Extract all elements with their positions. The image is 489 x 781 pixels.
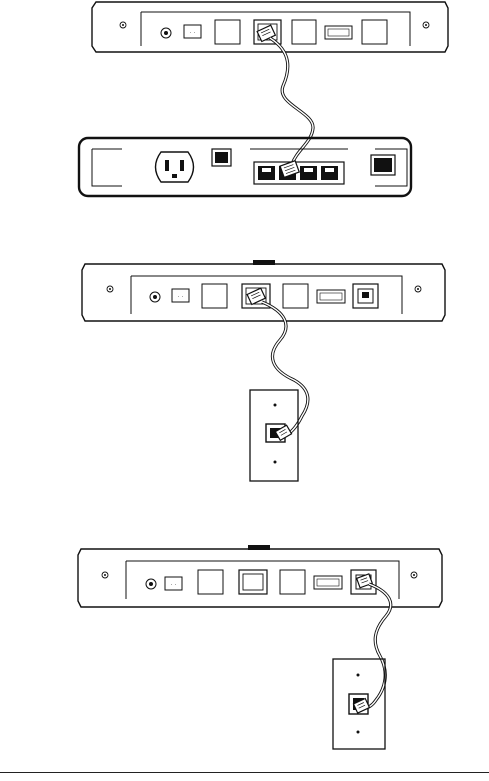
screw-icon	[120, 22, 126, 28]
hub-port-row	[254, 162, 344, 184]
panel-modem-to-wall-jack-ethernet-port: · ·	[82, 260, 445, 481]
modem-back-panel: · ·	[82, 260, 445, 321]
ethernet-hub	[79, 138, 411, 196]
screw-icon	[411, 572, 417, 578]
port-cover	[283, 284, 308, 308]
ethernet-port-icon	[239, 570, 267, 594]
cable-plug-icon	[280, 161, 299, 178]
ethernet-port-icon	[321, 166, 338, 180]
power-jack-icon	[150, 292, 160, 302]
ethernet-port-icon	[300, 166, 317, 180]
port-cover	[280, 570, 305, 594]
panel-modem-to-wall-jack-phone-port: · ·	[78, 545, 442, 749]
ethernet-cable	[270, 38, 313, 164]
port-cover	[362, 20, 387, 44]
ethernet-port-icon	[258, 166, 275, 180]
power-jack-icon	[146, 579, 156, 589]
power-switch-icon	[371, 155, 395, 175]
power-switch-icon: · ·	[165, 577, 182, 590]
screw-icon	[274, 461, 277, 464]
phone-cable	[364, 584, 391, 708]
usb-port-icon	[317, 290, 345, 303]
port-cover	[215, 20, 240, 44]
latch-icon	[253, 260, 275, 265]
screw-icon	[357, 731, 360, 734]
svg-text:· ·: · ·	[178, 294, 184, 300]
power-switch-icon: · ·	[184, 25, 201, 38]
phone-port-icon	[353, 284, 378, 308]
power-jack-icon	[161, 28, 171, 38]
power-switch-icon: · ·	[172, 289, 189, 302]
power-switch-icon	[212, 149, 231, 166]
footer-rule	[0, 772, 489, 773]
cable-plug-icon	[275, 425, 291, 440]
screw-icon	[415, 286, 421, 292]
screw-icon	[107, 286, 113, 292]
screw-icon	[357, 674, 360, 677]
svg-text:· ·: · ·	[190, 30, 196, 36]
port-cover	[198, 570, 223, 594]
usb-port-icon	[314, 576, 342, 589]
latch-icon	[248, 545, 270, 550]
svg-text:· ·: · ·	[171, 582, 177, 588]
port-cover	[202, 284, 227, 308]
screw-icon	[102, 572, 108, 578]
screw-icon	[423, 22, 429, 28]
screw-icon	[274, 404, 277, 407]
wall-jack	[250, 390, 298, 481]
port-cover	[292, 20, 316, 44]
usb-port-icon	[325, 26, 352, 39]
ac-power-socket-icon	[156, 152, 194, 182]
panel-modem-to-hub: · ·	[79, 2, 448, 196]
